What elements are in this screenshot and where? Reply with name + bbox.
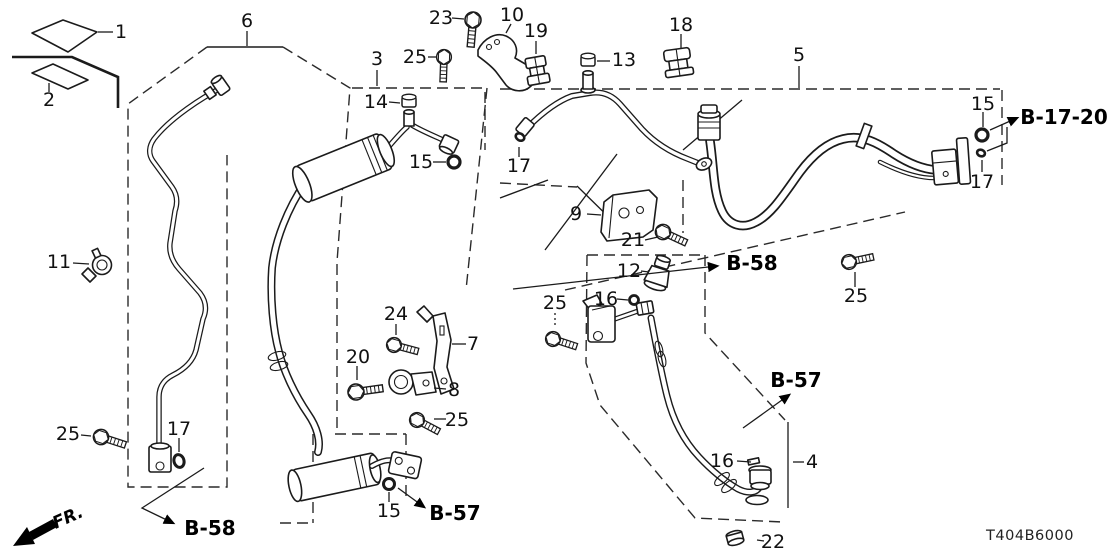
suction-hose-4-assembly	[582, 254, 772, 506]
clamp-11	[81, 247, 113, 283]
part-label-7: 7	[467, 333, 479, 355]
part-label-21: 21	[621, 229, 645, 251]
diagram-code: T404B6000	[985, 528, 1074, 544]
elbow-joint	[582, 294, 616, 343]
clip-19	[524, 54, 551, 87]
pipe-art-fill	[148, 86, 939, 495]
oring-15-right	[974, 127, 990, 143]
valve-9	[600, 189, 658, 242]
hardware-parts	[81, 10, 876, 547]
suction-hose-assembly	[267, 93, 462, 503]
ref-label-B-57: B-57	[429, 501, 480, 525]
part-label-14: 14	[364, 91, 388, 113]
part-label-20: 20	[346, 346, 370, 368]
construction-lines	[127, 46, 1003, 524]
cap-14	[401, 93, 417, 108]
part-label-5: 5	[793, 44, 805, 66]
part-label-11: 11	[47, 251, 71, 273]
bolt-23	[461, 10, 483, 49]
bolt-25-top	[435, 48, 453, 83]
part-label-24: 24	[384, 303, 408, 325]
oring-16	[628, 294, 640, 306]
part-label-17: 17	[507, 155, 531, 177]
part-label-19: 19	[524, 20, 548, 42]
bolt-24	[384, 335, 421, 360]
oring-17-right	[975, 148, 987, 158]
ref-label-B-58: B-58	[726, 251, 777, 275]
clip-18	[662, 46, 695, 79]
part-label-4: 4	[806, 451, 818, 473]
part-label-9: 9	[570, 203, 582, 225]
part-label-25: 25	[543, 292, 567, 314]
ref-labels-layer: B-17-20B-58B-57B-57B-58	[184, 105, 1107, 540]
receiver-pipe-fittings	[148, 74, 231, 473]
fr-direction-arrow: FR.	[13, 502, 86, 546]
bolt-25-bottom-center	[406, 409, 444, 439]
part-label-16: 16	[594, 288, 618, 310]
ref-label-B-57: B-57	[770, 368, 821, 392]
bolt-25-center	[542, 328, 580, 355]
oring-17-center	[514, 131, 526, 143]
clamp-8	[388, 369, 437, 396]
reference-arrows	[140, 116, 1020, 525]
part-label-12: 12	[617, 260, 641, 282]
valve-12	[643, 254, 672, 292]
part-label-22: 22	[761, 531, 785, 553]
ref-label-B-58: B-58	[184, 516, 235, 540]
end-fitting	[745, 465, 772, 506]
part-label-2: 2	[43, 89, 55, 111]
part-label-18: 18	[669, 14, 693, 36]
part-label-10: 10	[500, 4, 524, 26]
part-label-25: 25	[445, 409, 469, 431]
part-label-15: 15	[971, 93, 995, 115]
bolt-20	[346, 379, 385, 402]
leader-lines	[48, 17, 1008, 542]
part-label-15: 15	[409, 151, 433, 173]
bolt-25-right	[839, 248, 876, 272]
discharge-pipe-assembly	[514, 52, 713, 171]
part-label-25: 25	[403, 46, 427, 68]
oring-17-left	[172, 453, 186, 469]
seal-16	[746, 456, 761, 466]
part-label-23: 23	[429, 7, 453, 29]
ac-line-assembly	[697, 104, 990, 186]
part-label-3: 3	[371, 48, 383, 70]
part-label-17: 17	[167, 418, 191, 440]
oring-15-bottom	[382, 477, 396, 491]
part-label-17: 17	[970, 171, 994, 193]
part-label-25: 25	[56, 423, 80, 445]
part-label-6: 6	[241, 10, 253, 32]
part-label-15: 15	[377, 500, 401, 522]
part-label-1: 1	[115, 21, 127, 43]
bolt-25-left	[90, 426, 129, 453]
oring-15-center	[446, 154, 462, 170]
part-label-13: 13	[612, 49, 636, 71]
grommet-22	[725, 529, 745, 547]
ref-label-B-17-20: B-17-20	[1020, 105, 1108, 129]
caution-labels-art	[12, 19, 120, 108]
bolt-21	[652, 221, 691, 251]
bracket-7	[416, 305, 455, 395]
part-label-8: 8	[448, 379, 460, 401]
part-label-16: 16	[710, 450, 734, 472]
fr-direction-label: FR.	[50, 502, 87, 533]
part-label-25: 25	[844, 285, 868, 307]
cap-13	[580, 52, 596, 67]
